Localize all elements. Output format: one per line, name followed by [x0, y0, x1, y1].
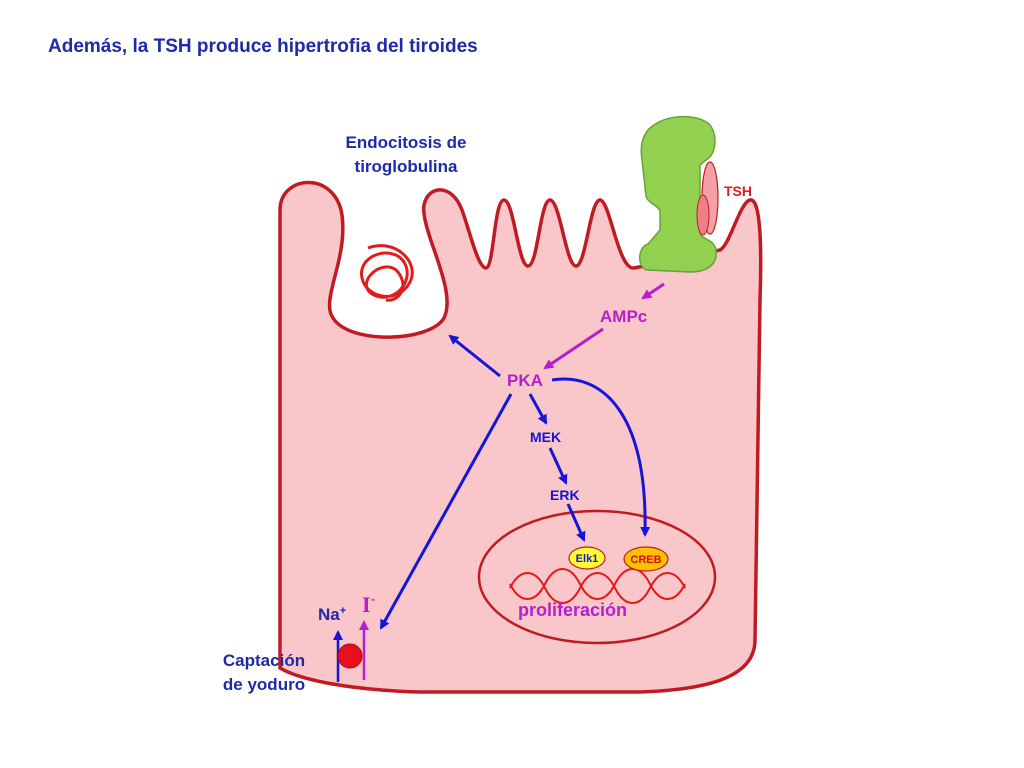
- arrow-pka-to-mek: [528, 393, 548, 425]
- label-uptake-line2: de yoduro: [223, 675, 305, 694]
- tsh-receptor: [639, 115, 717, 273]
- label-erk: ERK: [550, 487, 580, 503]
- arrow-mek-to-erk: [548, 447, 568, 485]
- label-iodide-sup: -: [371, 592, 376, 607]
- thyroglobulin-squiggle: [360, 244, 414, 302]
- label-ampc: AMPc: [600, 307, 647, 326]
- label-mek: MEK: [530, 429, 561, 445]
- dna-strand-b: [509, 568, 686, 600]
- nis-transporter: [337, 643, 363, 669]
- nucleus: [477, 509, 717, 645]
- label-iodide-symbol: I: [362, 592, 371, 617]
- label-endocytosis-line2: tiroglobulina: [355, 157, 458, 176]
- elk1-factor: [568, 546, 606, 570]
- creb-factor: [623, 546, 669, 572]
- slide-title: Además, la TSH produce hipertrofia del t…: [48, 36, 478, 57]
- label-iodide: I-: [362, 592, 376, 617]
- label-pka: PKA: [507, 371, 543, 390]
- arrow-pka-to-iodide-uptake: [379, 393, 513, 630]
- dna-strand-a: [509, 572, 686, 604]
- arrow-tsh-to-ampc: [641, 282, 665, 300]
- label-endocytosis-line1: Endocitosis de: [346, 133, 467, 152]
- label-na: Na+: [318, 605, 346, 624]
- label-elk1: Elk1: [576, 553, 599, 565]
- label-na-sup: +: [340, 605, 346, 617]
- label-proliferation: proliferación: [518, 600, 627, 620]
- label-tsh: TSH: [724, 183, 752, 199]
- label-creb: CREB: [630, 554, 661, 566]
- arrow-pka-to-endocytosis: [448, 334, 501, 378]
- arrow-pka-to-creb: [551, 377, 651, 537]
- label-na-symbol: Na: [318, 605, 340, 624]
- arrow-erk-to-elk1: [566, 503, 586, 542]
- tsh-ligand-back: [696, 194, 710, 236]
- arrow-ampc-to-pka: [543, 327, 604, 370]
- label-uptake-line1: Captación: [223, 651, 305, 670]
